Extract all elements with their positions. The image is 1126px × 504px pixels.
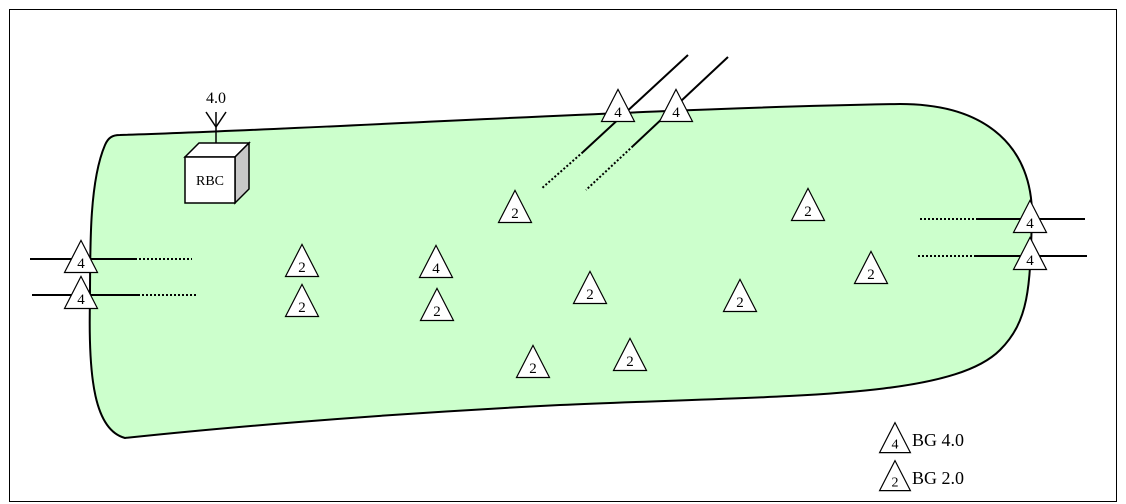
balise-label: 2 [867, 267, 875, 283]
balise-label: 2 [511, 206, 519, 222]
balise-label: 2 [892, 475, 899, 490]
balise-label: 2 [298, 300, 306, 316]
balise-group-b8: 2 [284, 243, 320, 278]
balise-group-b3: 4 [600, 88, 636, 123]
rbc-label: RBC [196, 174, 224, 189]
balise-label: 4 [1026, 253, 1034, 269]
diagram-border [9, 9, 1117, 502]
balise-triangle [612, 337, 648, 372]
balise-label: 2 [529, 361, 537, 377]
balise-triangle [418, 244, 454, 279]
balise-triangle [515, 344, 551, 379]
balise-triangle [658, 88, 694, 123]
antenna-right-arm [215, 111, 227, 128]
balise-triangle [878, 421, 912, 454]
balise-label: 4 [432, 261, 440, 277]
balise-triangle [1012, 199, 1048, 234]
balise-triangle [63, 275, 99, 310]
rbc-box-front [184, 156, 236, 204]
balise-group-b14: 2 [612, 337, 648, 372]
balise-triangle [600, 88, 636, 123]
balise-groups: 4 4 4 4 4 4 4 2 2 2 2 2 2 2 2 2 2 [63, 88, 1048, 379]
antenna-left-arm [205, 111, 217, 128]
balise-label: 4 [1026, 216, 1034, 232]
balise-label: 4 [892, 437, 899, 452]
balise-triangle [63, 239, 99, 274]
balise-group-b2: 4 [63, 275, 99, 310]
legend-item-bg4: 4 BG 4.0 [878, 421, 964, 454]
balise-group-b10: 2 [419, 287, 455, 322]
balise-group-b4: 4 [658, 88, 694, 123]
legend: 4 BG 4.0 2 BG 2.0 [878, 421, 964, 492]
balise-triangle [284, 283, 320, 318]
balise-group-b16: 2 [790, 187, 826, 222]
rbc-node: 4.0 RBC [183, 90, 251, 205]
balise-label: 2 [804, 204, 812, 220]
balise-group-b1: 4 [63, 239, 99, 274]
balise-triangle [284, 243, 320, 278]
balise-group-b5: 4 [1012, 199, 1048, 234]
legend-text-bg4: BG 4.0 [912, 430, 964, 450]
legend-item-bg2: 2 BG 2.0 [878, 459, 964, 492]
balise-triangle [1012, 236, 1048, 271]
balise-group-b6: 4 [1012, 236, 1048, 271]
antenna-label: 4.0 [206, 90, 226, 107]
balise-label: 4 [77, 292, 85, 308]
balise-label: 2 [586, 287, 594, 303]
balise-group-b9: 2 [284, 283, 320, 318]
balise-group-b12: 2 [572, 270, 608, 305]
balise-group-b7: 4 [418, 244, 454, 279]
balise-triangle [419, 287, 455, 322]
balise-triangle [790, 187, 826, 222]
balise-group-b11: 2 [497, 189, 533, 224]
balise-group-b17: 2 [853, 250, 889, 285]
balise-label: 2 [626, 354, 634, 370]
legend-text-bg2: BG 2.0 [912, 468, 964, 488]
balise-label: 2 [298, 260, 306, 276]
balise-2-icon: 2 [878, 459, 912, 492]
balise-triangle [572, 270, 608, 305]
balise-label: 4 [77, 256, 85, 272]
balise-group-b15: 2 [722, 278, 758, 313]
balise-triangle [722, 278, 758, 313]
balise-group-b13: 2 [515, 344, 551, 379]
balise-label: 2 [433, 304, 441, 320]
balise-triangle [878, 459, 912, 492]
balise-triangle [497, 189, 533, 224]
balise-triangle [853, 250, 889, 285]
balise-label: 2 [736, 295, 744, 311]
balise-label: 4 [614, 105, 622, 121]
balise-label: 4 [672, 105, 680, 121]
balise-4-icon: 4 [878, 421, 912, 454]
